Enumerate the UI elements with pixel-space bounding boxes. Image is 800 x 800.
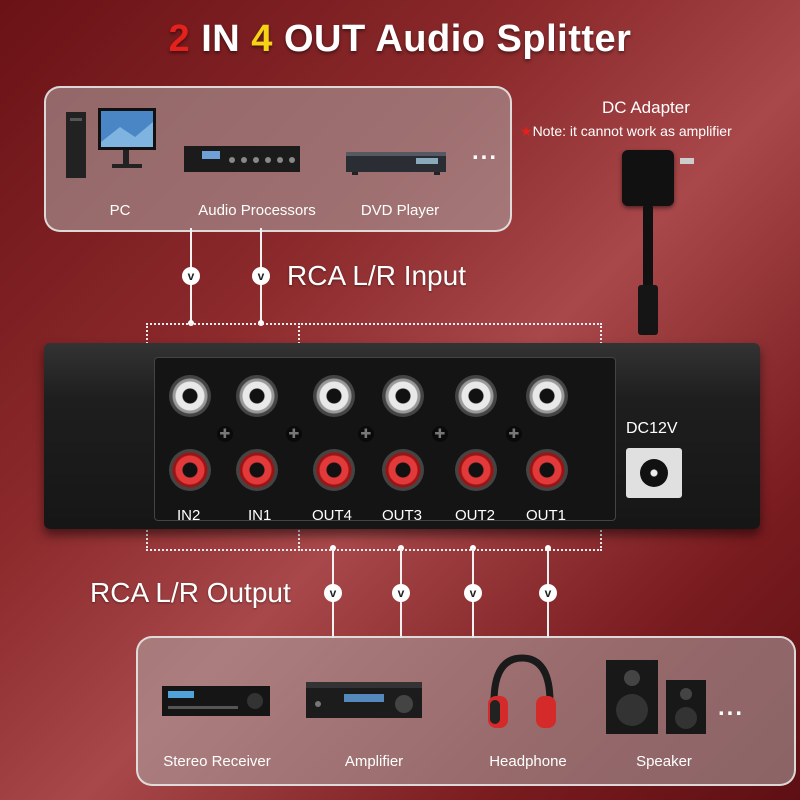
rca-jack-out2-red — [455, 449, 497, 491]
output-devices-panel: Stereo Receiver Amplifier Headphone Spea… — [136, 636, 796, 786]
screw-icon: ✚ — [217, 426, 233, 442]
speaker-icon — [604, 658, 710, 738]
stereo-receiver-icon — [160, 682, 272, 722]
source-label-audio-processors: Audio Processors — [198, 202, 316, 219]
output-label-speaker: Speaker — [636, 753, 692, 770]
chevron-down-icon: v — [464, 584, 482, 602]
rca-jack-out1-red — [526, 449, 568, 491]
chevron-down-icon: v — [182, 267, 200, 285]
amplifier-icon — [304, 678, 424, 724]
headphone-icon — [484, 652, 560, 738]
port-label-in1: IN1 — [248, 507, 272, 524]
rca-jack-out1-white — [526, 375, 568, 417]
rca-jack-out3-white — [382, 375, 424, 417]
dc-adapter-note-text: Note: it cannot work as amplifier — [532, 123, 732, 139]
page-title: 2 IN 4 OUT Audio Splitter — [0, 18, 800, 61]
output-label-headphone: Headphone — [489, 753, 567, 770]
adapter-cable — [643, 204, 653, 304]
star-icon: ★ — [520, 123, 533, 139]
rca-jack-in1-red — [236, 449, 278, 491]
input-label: RCA L/R Input — [287, 260, 466, 291]
rca-jack-in2-red — [169, 449, 211, 491]
source-devices-panel: PC Audio Processors DVD Player ... — [44, 86, 512, 232]
dvd-player-icon — [342, 146, 452, 182]
rca-jack-out3-red — [382, 449, 424, 491]
power-label: DC12V — [626, 420, 678, 437]
output-label-amplifier: Amplifier — [344, 753, 404, 770]
screw-icon: ✚ — [432, 426, 448, 442]
title-input-count: 2 — [168, 18, 191, 60]
rca-jack-out2-white — [455, 375, 497, 417]
dc-adapter-title: DC Adapter — [602, 98, 690, 117]
title-output-count: 4 — [251, 18, 273, 60]
chevron-down-icon: v — [252, 267, 270, 285]
title-out: OUT Audio Splitter — [284, 18, 632, 60]
dc-adapter-note: ★Note: it cannot work as amplifier — [520, 123, 732, 140]
dc-adapter-icon — [622, 150, 674, 206]
output-label: RCA L/R Output — [90, 577, 291, 608]
source-label-pc: PC — [109, 202, 131, 219]
adapter-prong — [680, 158, 694, 164]
screw-icon: ✚ — [358, 426, 374, 442]
port-label-out2: OUT2 — [455, 507, 496, 524]
chevron-down-icon: v — [392, 584, 410, 602]
rca-jack-in2-white — [169, 375, 211, 417]
output-label-stereo-receiver: Stereo Receiver — [163, 753, 271, 770]
rca-jack-out4-white — [313, 375, 355, 417]
port-label-out3: OUT3 — [382, 507, 423, 524]
output-more: ... — [718, 694, 745, 721]
port-label-in2: IN2 — [177, 507, 201, 524]
dc-power-jack — [626, 448, 682, 498]
screw-icon: ✚ — [286, 426, 302, 442]
adapter-plug — [638, 285, 658, 335]
source-more: ... — [472, 138, 499, 165]
port-label-out1: OUT1 — [526, 507, 567, 524]
port-label-out4: OUT4 — [312, 507, 353, 524]
source-label-dvd-player: DVD Player — [360, 202, 440, 219]
chevron-down-icon: v — [324, 584, 342, 602]
pc-icon — [60, 102, 160, 192]
screw-icon: ✚ — [506, 426, 522, 442]
title-in: IN — [201, 18, 241, 60]
chevron-down-icon: v — [539, 584, 557, 602]
audio-processor-icon — [182, 138, 302, 178]
rca-jack-out4-red — [313, 449, 355, 491]
rca-jack-in1-white — [236, 375, 278, 417]
